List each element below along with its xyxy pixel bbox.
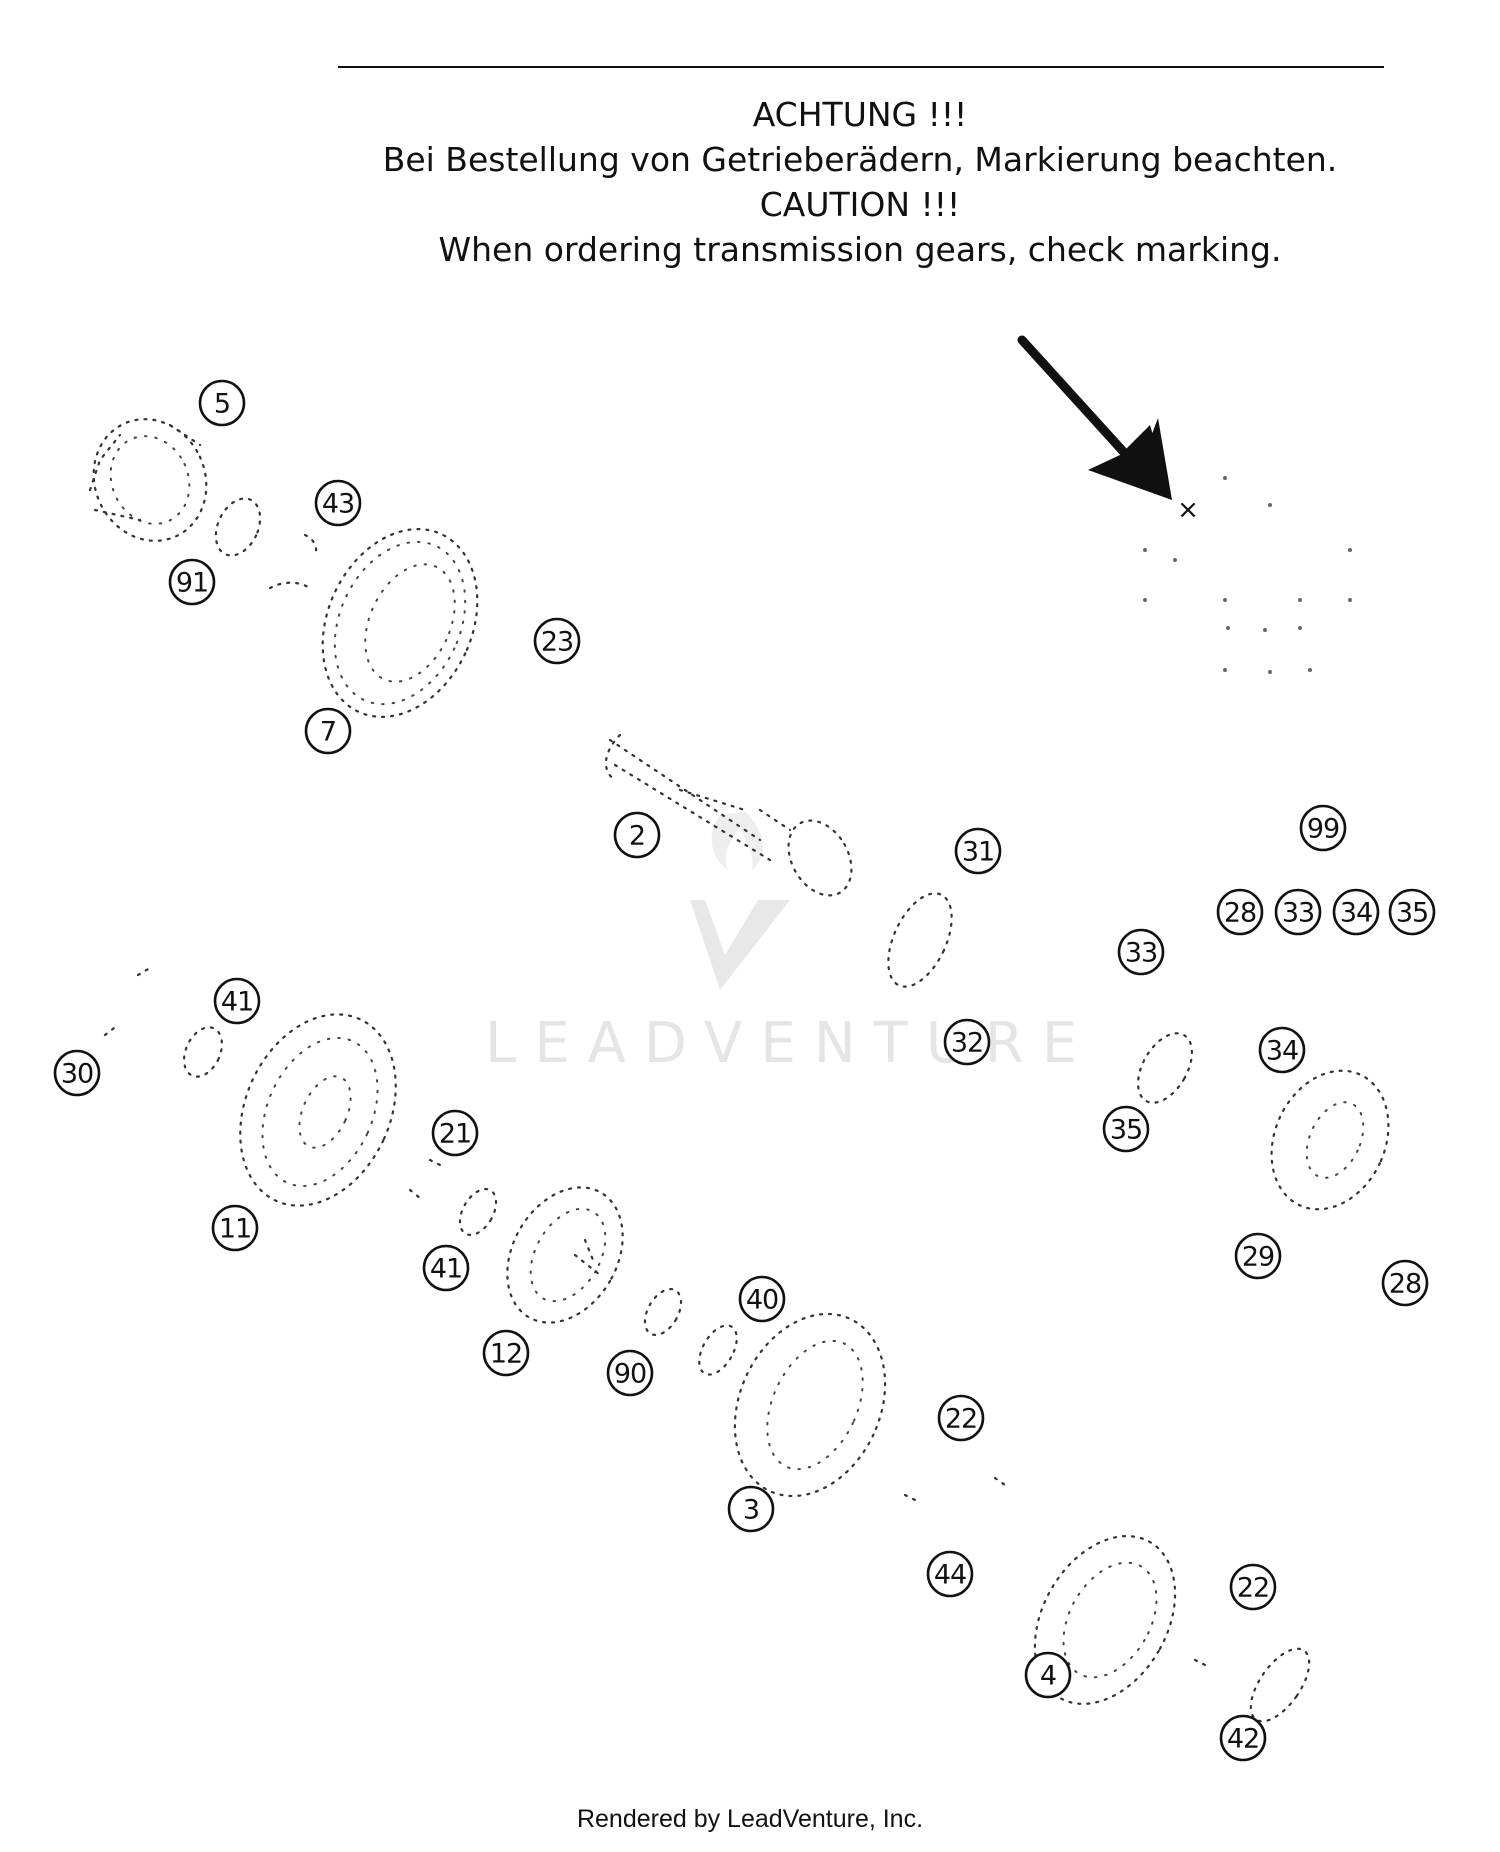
callout-7: 7 [304, 707, 352, 755]
svg-text:2: 2 [629, 821, 645, 852]
gear-part-7 [321, 528, 479, 718]
gear-part-4 [1033, 1535, 1177, 1705]
callout-23: 23 [533, 617, 581, 665]
svg-text:28: 28 [1389, 1269, 1421, 1300]
svg-text:34: 34 [1266, 1036, 1298, 1067]
svg-text:21: 21 [439, 1119, 471, 1150]
svg-text:41: 41 [430, 1254, 462, 1285]
svg-text:40: 40 [746, 1285, 778, 1316]
callout-33: 33 [1117, 928, 1165, 976]
svg-text:31: 31 [962, 837, 994, 868]
svg-text:33: 33 [1282, 898, 1314, 929]
svg-text:35: 35 [1396, 898, 1428, 929]
callout-4: 4 [1024, 1651, 1072, 1699]
svg-text:3: 3 [743, 1495, 759, 1526]
callout-5: 5 [198, 379, 246, 427]
svg-text:44: 44 [934, 1560, 966, 1591]
callout-21: 21 [431, 1109, 479, 1157]
callout-34-set: 34 [1332, 888, 1380, 936]
callout-42: 42 [1219, 1714, 1267, 1762]
callout-33-set: 33 [1274, 888, 1322, 936]
notice-german-text: Bei Bestellung von Getrieberädern, Marki… [382, 140, 1338, 179]
svg-text:22: 22 [945, 1404, 977, 1435]
callout-28-set: 28 [1216, 888, 1264, 936]
svg-text:28: 28 [1224, 898, 1256, 929]
part-22-upper [903, 1476, 1007, 1502]
svg-text:41: 41 [221, 987, 253, 1018]
clip-part-43 [268, 533, 318, 590]
svg-text:29: 29 [1242, 1242, 1274, 1273]
svg-text:42: 42 [1227, 1724, 1259, 1755]
svg-text:33: 33 [1125, 938, 1157, 969]
svg-text:7: 7 [320, 717, 336, 748]
svg-text:34: 34 [1340, 898, 1372, 929]
callout-32: 32 [943, 1018, 991, 1066]
gear-part-11 [239, 1013, 397, 1207]
callout-35-set: 35 [1388, 888, 1436, 936]
svg-text:23: 23 [541, 627, 573, 658]
part-30 [103, 966, 152, 1037]
callout-41-lower: 41 [422, 1244, 470, 1292]
gear-part-12 [506, 1186, 624, 1324]
callout-99: 99 [1299, 804, 1347, 852]
callout-12: 12 [482, 1329, 530, 1377]
callout-41-upper: 41 [213, 977, 261, 1025]
part-21 [408, 1158, 442, 1200]
callout-22-lower: 22 [1229, 1563, 1277, 1611]
svg-text:12: 12 [490, 1339, 522, 1370]
rendered-by-footer: Rendered by LeadVenture, Inc. [576, 1805, 924, 1833]
ring-part-40 [698, 1324, 738, 1376]
callout-2: 2 [613, 811, 661, 859]
svg-text:35: 35 [1110, 1115, 1142, 1146]
svg-text:43: 43 [322, 489, 354, 520]
notice-caution-heading: CAUTION !!! [759, 185, 961, 224]
part-22-lower [1193, 1658, 1207, 1667]
marking-dots [1143, 476, 1352, 674]
callout-90: 90 [606, 1349, 654, 1397]
callout-34: 34 [1258, 1026, 1306, 1074]
callout-28: 28 [1381, 1259, 1429, 1307]
watermark-logo: LEADVENTURE [485, 812, 1095, 1076]
svg-text:90: 90 [614, 1359, 646, 1390]
callout-3: 3 [727, 1485, 775, 1533]
svg-text:4: 4 [1040, 1661, 1056, 1692]
ring-part-35 [1136, 1032, 1194, 1104]
gear-part-5 [88, 418, 208, 542]
ring-part-41-lower [458, 1187, 498, 1237]
callout-43: 43 [314, 479, 362, 527]
callout-91: 91 [168, 558, 216, 606]
ring-part-42 [1249, 1647, 1311, 1723]
gear-part-3 [733, 1312, 887, 1498]
notice-achtung-heading: ACHTUNG !!! [752, 95, 968, 134]
shaft-part-2 [604, 733, 853, 897]
svg-text:11: 11 [219, 1214, 251, 1245]
ring-part-90 [643, 1287, 683, 1337]
marking-x-symbol: × [1177, 495, 1199, 525]
disc-part-31 [887, 892, 953, 988]
callout-11: 11 [211, 1204, 259, 1252]
svg-text:99: 99 [1307, 814, 1339, 845]
ring-part-41-upper [182, 1026, 224, 1078]
svg-text:32: 32 [951, 1028, 983, 1059]
svg-text:91: 91 [176, 568, 208, 599]
ring-part-91 [214, 497, 262, 557]
callout-31: 31 [954, 827, 1002, 875]
svg-text:5: 5 [214, 389, 230, 420]
top-rule [338, 66, 1384, 68]
svg-text:22: 22 [1237, 1573, 1269, 1604]
callout-44: 44 [926, 1550, 974, 1598]
watermark-text: LEADVENTURE [485, 1011, 1095, 1076]
callout-35: 35 [1102, 1105, 1150, 1153]
notice-english-text: When ordering transmission gears, check … [438, 230, 1282, 269]
callout-22-upper: 22 [937, 1394, 985, 1442]
gear-part-29 [1270, 1069, 1390, 1211]
callout-29: 29 [1234, 1232, 1282, 1280]
callout-30: 30 [53, 1049, 101, 1097]
callout-40: 40 [738, 1275, 786, 1323]
marking-arrow [1017, 335, 1172, 500]
svg-text:30: 30 [61, 1059, 93, 1090]
